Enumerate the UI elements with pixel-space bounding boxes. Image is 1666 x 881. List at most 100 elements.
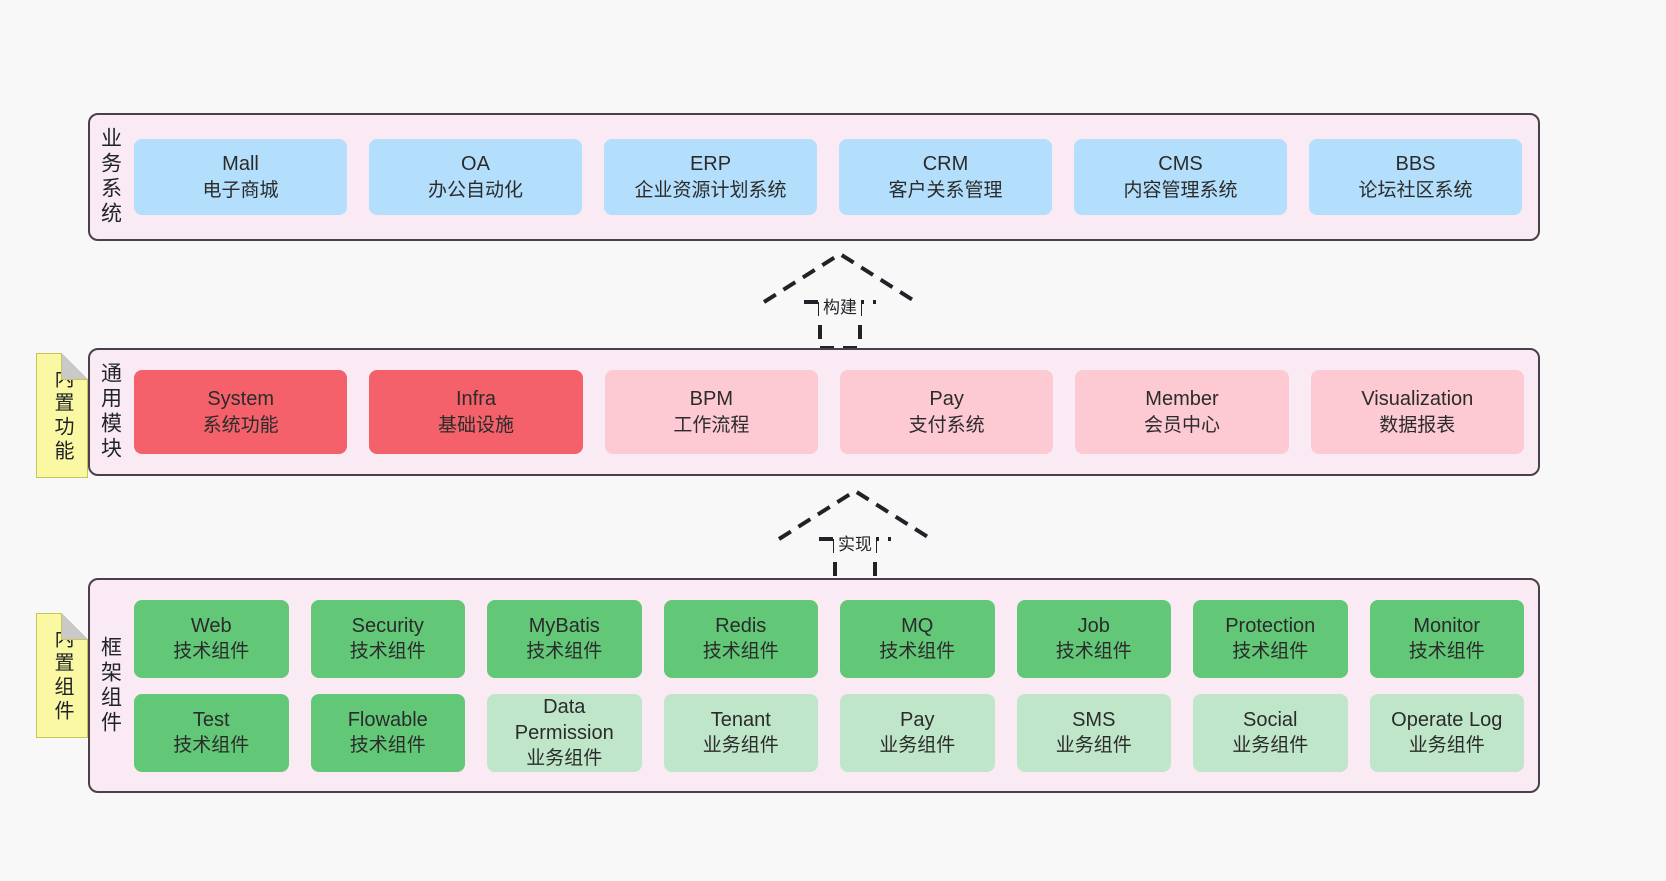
- card-title-en: Flowable: [347, 708, 428, 731]
- card-title-cn: 客户关系管理: [888, 179, 1003, 201]
- card-title-cn: 业务组件: [702, 735, 779, 757]
- card-title-en: BPM: [689, 388, 733, 411]
- card-flowable[interactable]: Flowable 技术组件: [310, 693, 465, 772]
- card-title-en: Pay: [929, 388, 964, 411]
- card-title-en: Monitor: [1413, 614, 1481, 637]
- card-title-en: Data Permission: [514, 695, 614, 744]
- card-title-cn: 会员中心: [1143, 414, 1220, 436]
- card-mall[interactable]: Mall 电子商城: [134, 139, 347, 215]
- card-mybatis[interactable]: MyBatis 技术组件: [487, 599, 642, 678]
- card-pay[interactable]: Pay 支付系统: [839, 370, 1054, 454]
- framework-card-row-1: Web 技术组件 Security 技术组件 MyBatis 技术组件 Redi…: [134, 599, 1524, 678]
- card-cms[interactable]: CMS 内容管理系统: [1074, 139, 1287, 215]
- card-title-cn: 基础设施: [437, 414, 514, 436]
- card-title-cn: 业务组件: [1055, 735, 1132, 757]
- card-mq[interactable]: MQ 技术组件: [840, 599, 995, 678]
- card-tenant[interactable]: Tenant 业务组件: [663, 693, 818, 772]
- card-title-cn: 数据报表: [1379, 414, 1456, 436]
- card-title-en: Pay: [900, 708, 935, 731]
- connector-implement: 实现: [775, 487, 935, 587]
- card-title-en: MQ: [901, 614, 934, 637]
- card-title-cn: 业务组件: [1232, 735, 1309, 757]
- card-protection[interactable]: Protection 技术组件: [1193, 599, 1348, 678]
- card-title-en: Operate Log: [1391, 708, 1503, 731]
- layer-modules-body: System 系统功能 Infra 基础设施 BPM 工作流程 Pay 支付系统…: [130, 350, 1538, 474]
- card-title-cn: 技术组件: [349, 735, 426, 757]
- card-bpm[interactable]: BPM 工作流程: [604, 370, 818, 454]
- card-title-cn: 论坛社区系统: [1358, 179, 1473, 201]
- card-title-cn: 技术组件: [879, 641, 956, 663]
- card-title-en: Job: [1077, 614, 1110, 637]
- card-operate-log[interactable]: Operate Log 业务组件: [1369, 693, 1524, 772]
- card-title-en: MyBatis: [528, 614, 600, 637]
- layer-common-modules: 通用模块 System 系统功能 Infra 基础设施 BPM 工作流程 Pay…: [88, 348, 1540, 476]
- layer-modules-title: 通用模块: [98, 362, 122, 462]
- card-title-cn: 支付系统: [908, 414, 985, 436]
- framework-card-row-2: Test 技术组件 Flowable 技术组件 Data Permission …: [134, 693, 1524, 772]
- card-title-en: System: [207, 388, 274, 411]
- card-title-en: Infra: [455, 388, 496, 411]
- card-title-en: Redis: [715, 614, 767, 637]
- connector-implement-label: 实现: [834, 529, 876, 556]
- card-web[interactable]: Web 技术组件: [134, 599, 289, 678]
- business-card-row: Mall 电子商城 OA 办公自动化 ERP 企业资源计划系统 CRM 客户关系…: [134, 139, 1522, 215]
- card-title-en: Protection: [1225, 614, 1316, 637]
- layer-framework-title: 框架组件: [98, 635, 122, 736]
- card-title-cn: 业务组件: [1408, 735, 1485, 757]
- card-title-cn: 技术组件: [349, 641, 426, 663]
- card-title-cn: 技术组件: [526, 641, 603, 663]
- card-title-cn: 技术组件: [1055, 641, 1132, 663]
- card-system[interactable]: System 系统功能: [134, 370, 348, 454]
- card-title-en: Mall: [222, 153, 259, 176]
- card-title-cn: 业务组件: [526, 748, 603, 770]
- card-title-cn: 技术组件: [173, 735, 250, 757]
- card-sms[interactable]: SMS 业务组件: [1016, 693, 1171, 772]
- card-redis[interactable]: Redis 技术组件: [663, 599, 818, 678]
- card-social[interactable]: Social 业务组件: [1193, 693, 1348, 772]
- card-infra[interactable]: Infra 基础设施: [369, 370, 583, 454]
- card-title-en: CRM: [922, 153, 969, 176]
- layer-framework-body: Web 技术组件 Security 技术组件 MyBatis 技术组件 Redi…: [130, 580, 1538, 791]
- card-title-cn: 技术组件: [1232, 641, 1309, 663]
- note-builtin-function: 内置功能: [36, 353, 88, 478]
- card-job[interactable]: Job 技术组件: [1016, 599, 1171, 678]
- card-monitor[interactable]: Monitor 技术组件: [1369, 599, 1524, 678]
- card-crm[interactable]: CRM 客户关系管理: [839, 139, 1052, 215]
- card-title-en: SMS: [1072, 708, 1116, 731]
- card-title-cn: 内容管理系统: [1123, 179, 1238, 201]
- note-builtin-component: 内置组件: [36, 613, 88, 738]
- card-pay-business[interactable]: Pay 业务组件: [840, 693, 995, 772]
- card-title-cn: 电子商城: [202, 179, 279, 201]
- card-title-cn: 办公自动化: [427, 179, 523, 201]
- card-member[interactable]: Member 会员中心: [1075, 370, 1289, 454]
- card-title-en: Social: [1243, 708, 1298, 731]
- card-title-en: Security: [351, 614, 424, 637]
- layer-business-systems: 业务系统 Mall 电子商城 OA 办公自动化 ERP 企业资源计划系统 CRM…: [88, 113, 1540, 241]
- card-title-cn: 业务组件: [879, 735, 956, 757]
- card-oa[interactable]: OA 办公自动化: [369, 139, 582, 215]
- card-title-cn: 技术组件: [173, 641, 250, 663]
- card-title-en: CMS: [1158, 153, 1203, 176]
- card-data-permission[interactable]: Data Permission 业务组件: [487, 693, 642, 772]
- card-visualization[interactable]: Visualization 数据报表: [1310, 370, 1524, 454]
- card-title-en: Test: [192, 708, 230, 731]
- card-erp[interactable]: ERP 企业资源计划系统: [604, 139, 817, 215]
- card-bbs[interactable]: BBS 论坛社区系统: [1309, 139, 1522, 215]
- note-builtin-function-label: 内置功能: [51, 367, 73, 464]
- card-title-cn: 工作流程: [673, 414, 750, 436]
- card-title-cn: 技术组件: [702, 641, 779, 663]
- card-test[interactable]: Test 技术组件: [134, 693, 289, 772]
- note-builtin-component-label: 内置组件: [51, 627, 73, 724]
- card-title-en: Member: [1145, 388, 1219, 411]
- card-title-cn: 系统功能: [202, 414, 279, 436]
- card-title-cn: 技术组件: [1408, 641, 1485, 663]
- connector-build: 构建: [760, 250, 920, 350]
- card-security[interactable]: Security 技术组件: [310, 599, 465, 678]
- layer-business-body: Mall 电子商城 OA 办公自动化 ERP 企业资源计划系统 CRM 客户关系…: [130, 115, 1538, 239]
- card-title-en: ERP: [689, 153, 732, 176]
- card-title-en: Tenant: [710, 708, 771, 731]
- card-title-en: BBS: [1395, 153, 1436, 176]
- modules-card-row: System 系统功能 Infra 基础设施 BPM 工作流程 Pay 支付系统…: [134, 370, 1524, 454]
- layer-framework-components: 框架组件 Web 技术组件 Security 技术组件 MyBatis 技术组件…: [88, 578, 1540, 793]
- layer-business-title: 业务系统: [98, 127, 122, 227]
